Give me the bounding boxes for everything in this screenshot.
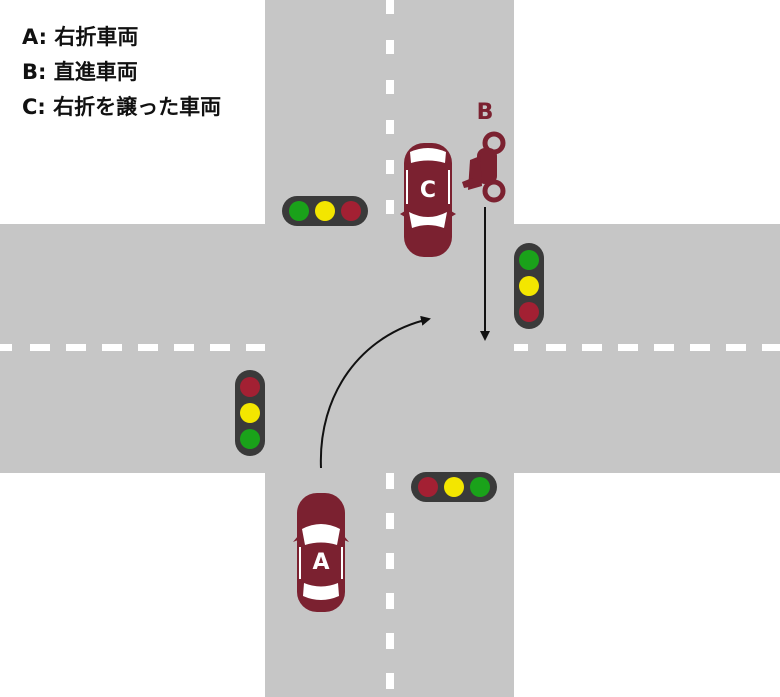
lamp-yellow bbox=[444, 477, 464, 497]
lamp-yellow bbox=[519, 276, 539, 296]
vehicle-a-car: A bbox=[293, 493, 349, 612]
vehicle-a-label: A bbox=[312, 550, 329, 575]
lamp-yellow bbox=[240, 403, 260, 423]
lamp-red bbox=[418, 477, 438, 497]
legend-item-c: C: 右折を譲った車両 bbox=[22, 95, 222, 119]
lamp-green bbox=[240, 429, 260, 449]
vehicle-c-car: C bbox=[400, 143, 456, 257]
traffic-light-north bbox=[282, 196, 368, 226]
traffic-light-east bbox=[514, 243, 544, 329]
lamp-yellow bbox=[315, 201, 335, 221]
lamp-red bbox=[519, 302, 539, 322]
traffic-light-west bbox=[235, 370, 265, 456]
lamp-green bbox=[519, 250, 539, 270]
lamp-green bbox=[289, 201, 309, 221]
lamp-red bbox=[341, 201, 361, 221]
legend: A: 右折車両 B: 直進車両 C: 右折を譲った車両 bbox=[22, 20, 221, 125]
legend-item-b: B: 直進車両 bbox=[22, 60, 138, 84]
lamp-green bbox=[470, 477, 490, 497]
vehicle-c-label: C bbox=[420, 178, 436, 203]
vehicle-b-motorcycle: B bbox=[462, 100, 506, 203]
turn-arrow-a bbox=[319, 315, 431, 469]
traffic-light-south bbox=[411, 472, 497, 502]
legend-item-a: A: 右折車両 bbox=[22, 25, 139, 49]
lamp-red bbox=[240, 377, 260, 397]
road-horizontal bbox=[0, 224, 780, 473]
vehicle-b-label: B bbox=[477, 100, 494, 125]
